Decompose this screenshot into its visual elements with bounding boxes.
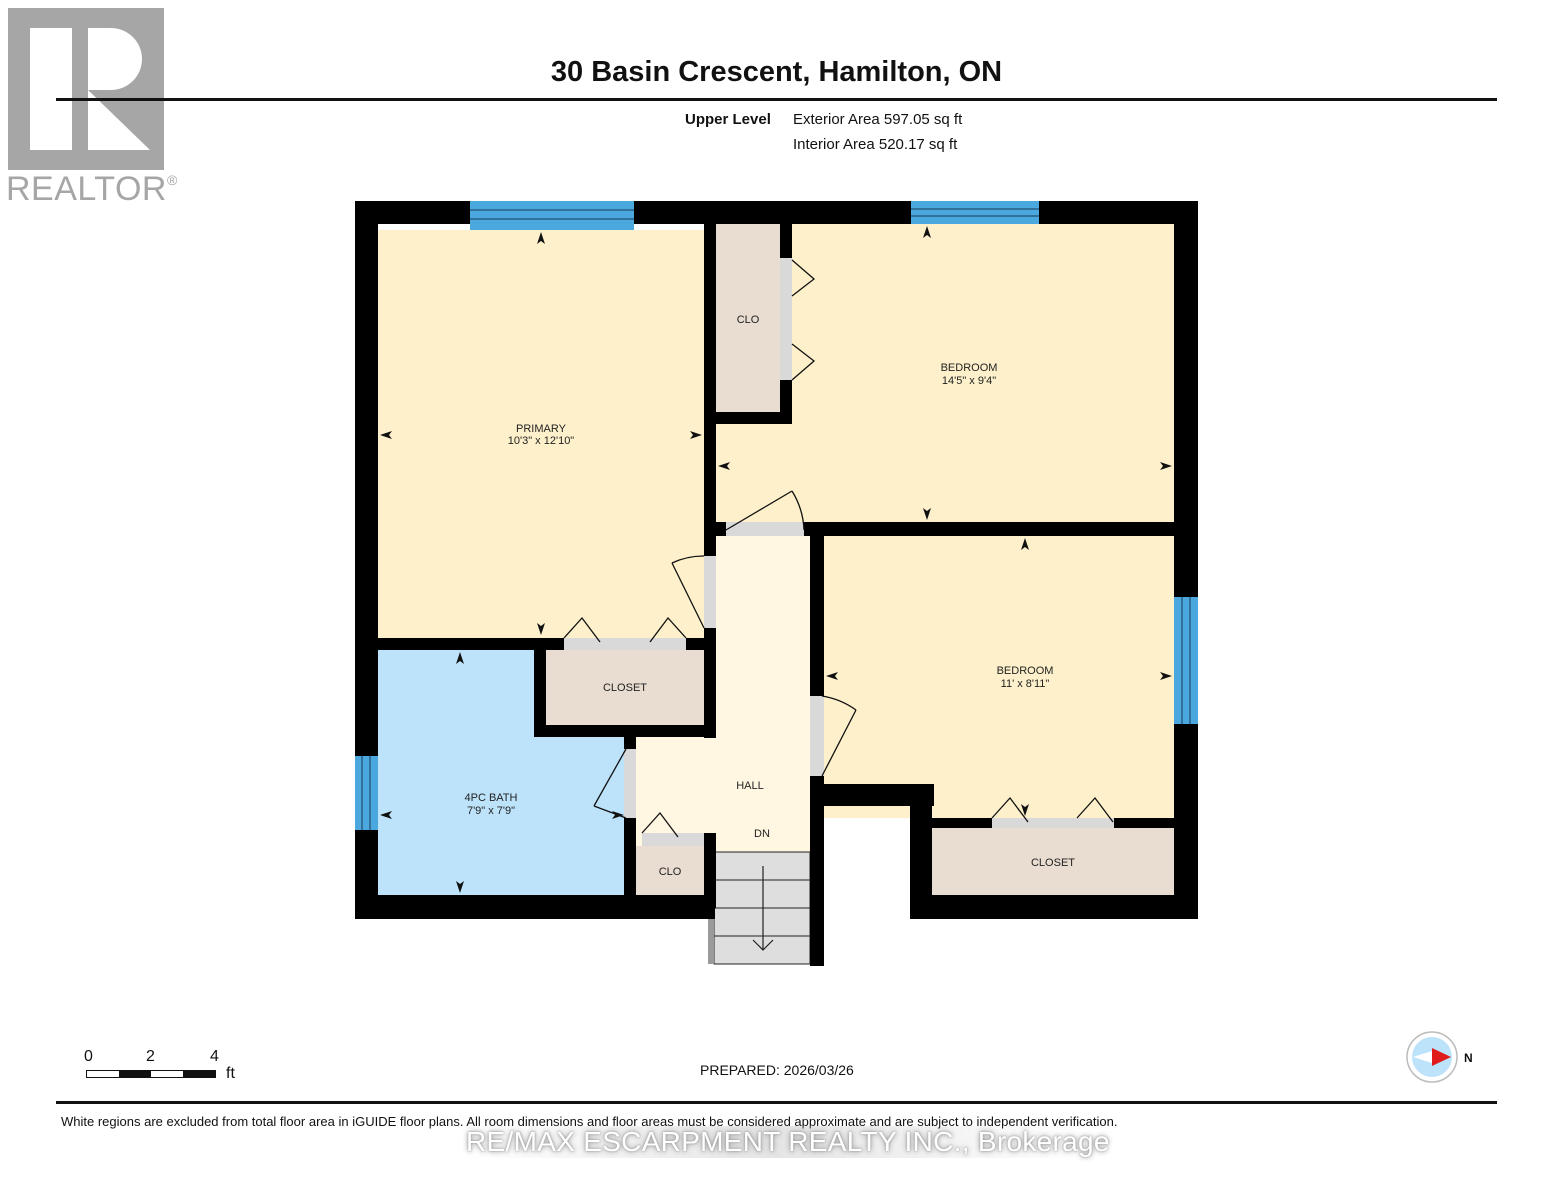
room-closet-primary bbox=[546, 650, 704, 725]
bath-label: 4PC BATH bbox=[465, 792, 518, 804]
closet-bedroom-2-label: CLOSET bbox=[1031, 857, 1075, 869]
header-divider bbox=[56, 98, 1497, 101]
bedroom-1-label: BEDROOM bbox=[941, 362, 998, 374]
disclaimer: White regions are excluded from total fl… bbox=[61, 1114, 1118, 1129]
prepared-date: PREPARED: 2026/03/26 bbox=[700, 1062, 854, 1078]
window-primary bbox=[470, 201, 634, 230]
stairs-dn-label: DN bbox=[754, 828, 770, 840]
clo-hall-label: CLO bbox=[659, 866, 682, 878]
bath-dims: 7'9" x 7'9" bbox=[467, 805, 515, 817]
room-bedroom-1 bbox=[716, 224, 1174, 522]
door-openings bbox=[564, 258, 1114, 846]
window-bedroom-2 bbox=[1174, 597, 1198, 724]
scale-tick-0: 0 bbox=[84, 1048, 93, 1065]
compass-north-label: N bbox=[1464, 1051, 1473, 1065]
compass-icon bbox=[1406, 1031, 1458, 1083]
exterior-area: Exterior Area 597.05 sq ft bbox=[793, 111, 963, 128]
interior-area: Interior Area 520.17 sq ft bbox=[793, 136, 958, 153]
room-closet-bedroom-2 bbox=[932, 828, 1174, 896]
primary-label: PRIMARY bbox=[516, 423, 567, 435]
room-hall-lower bbox=[636, 737, 810, 852]
scale-bar-graphic bbox=[86, 1070, 216, 1078]
level-label: Upper Level bbox=[685, 111, 771, 128]
clo-top-label: CLO bbox=[737, 314, 760, 326]
property-title: 30 Basin Crescent, Hamilton, ON bbox=[550, 56, 1003, 88]
window-bedroom-1 bbox=[911, 201, 1039, 224]
room-primary bbox=[378, 230, 704, 638]
room-clo-hall bbox=[636, 846, 704, 896]
window-bath bbox=[355, 756, 378, 830]
hall-label: HALL bbox=[736, 780, 764, 792]
bedroom-1-dims: 14'5" x 9'4" bbox=[942, 375, 996, 387]
walls bbox=[355, 201, 1198, 966]
realtor-logo-text: REALTOR® bbox=[6, 170, 178, 208]
floor-plan: PRIMARY 10'3" x 12'10" BEDROOM 14'5" x 9… bbox=[355, 201, 1198, 966]
brokerage-watermark: RE/MAX ESCARPMENT REALTY INC., Brokerage bbox=[466, 1126, 1110, 1158]
scale-tick-2: 2 bbox=[146, 1048, 155, 1065]
closet-primary-label: CLOSET bbox=[603, 682, 647, 694]
room-bedroom-2 bbox=[824, 536, 1174, 818]
scale-unit: ft bbox=[226, 1065, 235, 1082]
footer-divider bbox=[56, 1101, 1497, 1104]
primary-dims: 10'3" x 12'10" bbox=[508, 435, 575, 447]
door-swings bbox=[563, 259, 1114, 838]
logo-r-bowl bbox=[88, 28, 142, 90]
bedroom-2-dims: 11' x 8'11" bbox=[1001, 678, 1050, 690]
windows bbox=[355, 201, 1198, 830]
room-clo-top bbox=[716, 224, 780, 412]
bedroom-2-label: BEDROOM bbox=[997, 665, 1054, 677]
scale-tick-4: 4 bbox=[210, 1048, 219, 1065]
dimension-markers bbox=[380, 226, 1172, 893]
logo-r-stem bbox=[30, 28, 72, 150]
